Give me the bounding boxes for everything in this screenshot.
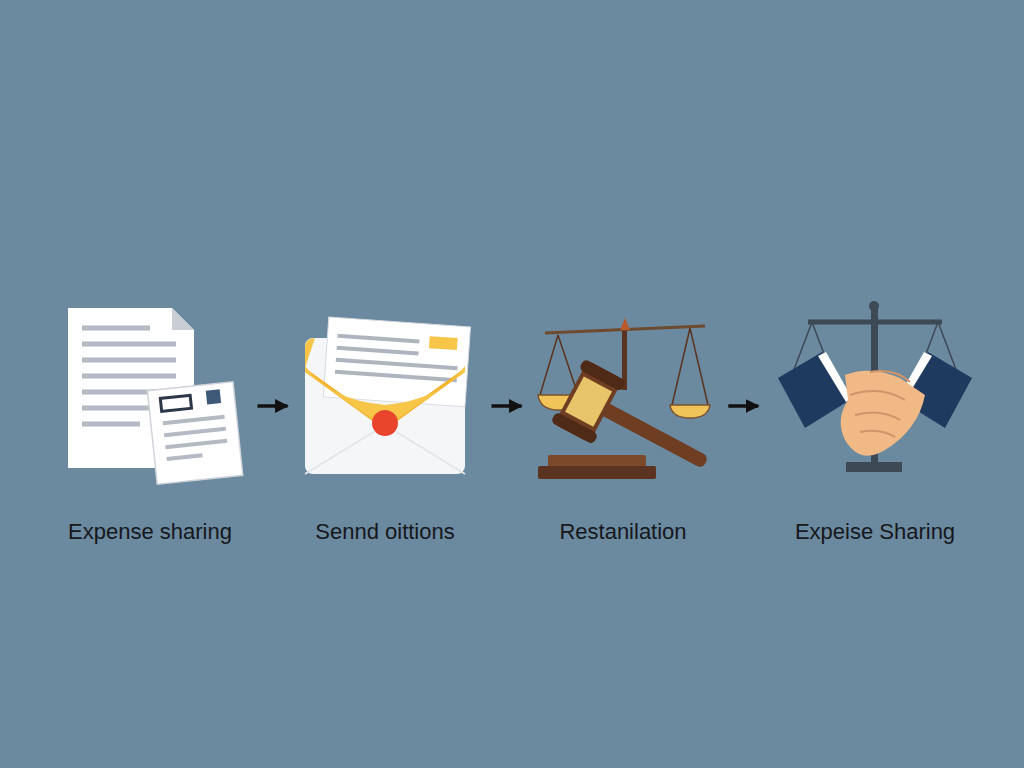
step-node: Sennd oittions [305, 300, 465, 546]
gavel-scales-icon [538, 318, 722, 495]
document-icon [68, 308, 243, 484]
step-caption: Sennd oittions [315, 518, 454, 546]
step-caption: Expense sharing [68, 518, 232, 546]
handshake-scales-icon [778, 301, 972, 472]
envelope-icon [305, 317, 470, 474]
flow-arrow [258, 404, 288, 408]
flow-arrow [728, 404, 758, 408]
step-node: Expense sharing [60, 300, 240, 546]
step-caption: Expeise Sharing [795, 518, 955, 546]
step-node: Expeise Sharing [789, 300, 962, 546]
step-caption: Restanilation [559, 518, 686, 546]
flow-arrow [492, 404, 522, 408]
step-node: Restanilation [548, 300, 698, 546]
